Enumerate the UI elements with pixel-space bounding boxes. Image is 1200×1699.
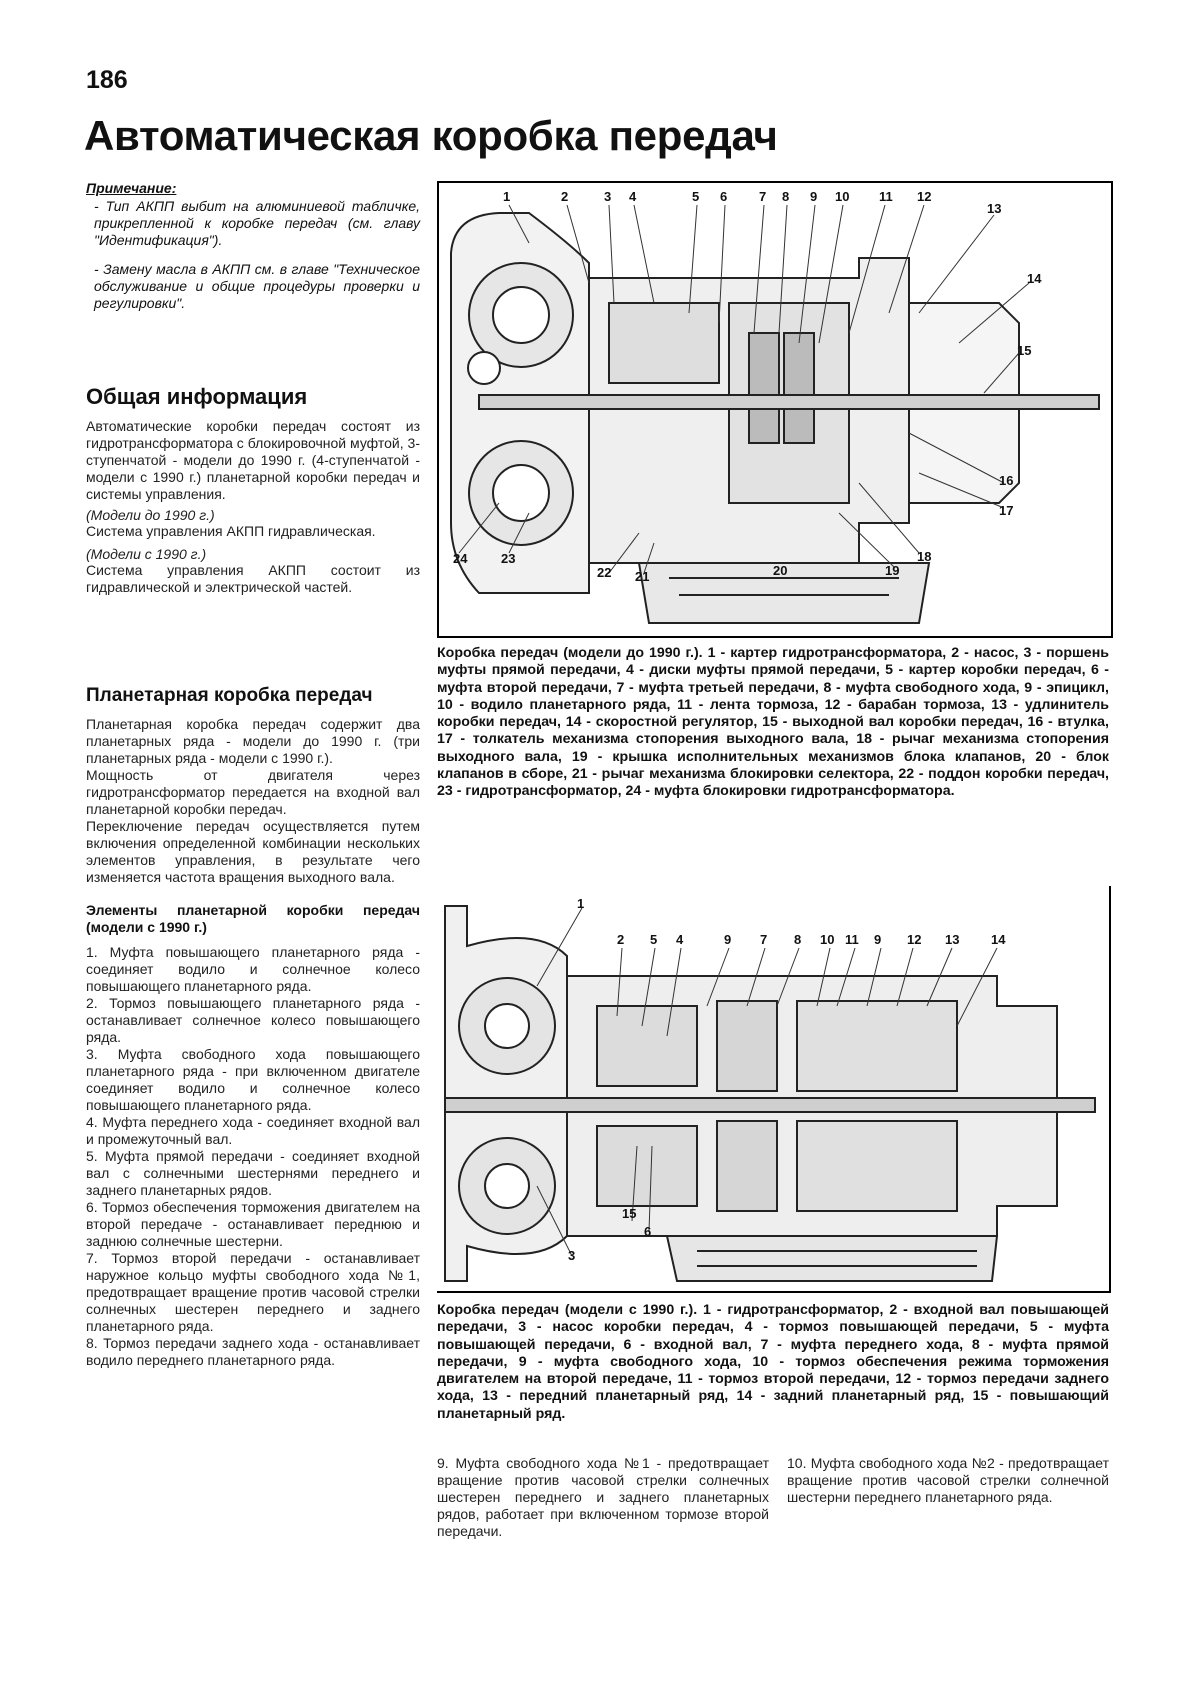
list-item: 5. Муфта прямой передачи - соединяет вхо… bbox=[86, 1148, 420, 1198]
part-label: 5 bbox=[692, 189, 699, 204]
section-heading: Общая информация bbox=[86, 384, 308, 409]
planetary-section: Планетарная коробка передач Планетарная … bbox=[86, 684, 420, 1369]
part-label: 20 bbox=[773, 563, 787, 578]
figure-transmission-pre1990: 1 2 3 4 5 6 7 8 9 10 11 12 13 14 15 16 1… bbox=[437, 181, 1113, 638]
part-label: 9 bbox=[810, 189, 817, 204]
subsection-heading: Элементы планетарной коробки передач (мо… bbox=[86, 902, 420, 935]
caption-text: Коробка передач (модели до 1990 г.). 1 -… bbox=[437, 645, 1109, 800]
list-item-9: 9. Муфта свободного хода №1 - предотвращ… bbox=[437, 1455, 769, 1540]
list-item: 3. Муфта свободного хода повышающего пла… bbox=[86, 1046, 420, 1113]
part-label: 1 bbox=[503, 189, 510, 204]
model-label: (Модели до 1990 г.) bbox=[86, 507, 215, 523]
part-label: 19 bbox=[885, 563, 899, 578]
part-label: 23 bbox=[501, 551, 515, 566]
list-item: 1. Муфта повышающего планетарного ряда -… bbox=[86, 944, 420, 994]
part-label: 6 bbox=[720, 189, 727, 204]
paragraph: Система управления АКПП гидравлическая. bbox=[86, 523, 376, 539]
part-label: 10 bbox=[820, 932, 834, 947]
part-label: 13 bbox=[987, 201, 1001, 216]
part-label: 8 bbox=[782, 189, 789, 204]
transmission-drawing-post1990: 1 2 3 4 5 6 7 8 9 10 11 12 13 14 15 9 bbox=[444, 896, 1096, 1282]
figure-labels: 1 2 3 4 5 6 7 8 9 10 11 12 13 14 15 9 bbox=[568, 896, 1006, 1263]
part-label: 24 bbox=[453, 551, 468, 566]
part-label: 17 bbox=[999, 503, 1013, 518]
part-label: 3 bbox=[568, 1248, 575, 1263]
part-label: 14 bbox=[1027, 271, 1042, 286]
paragraph: Переключение передач осуществляется путе… bbox=[86, 818, 420, 885]
part-label: 4 bbox=[629, 189, 637, 204]
page-number: 186 bbox=[86, 66, 128, 94]
section-heading: Планетарная коробка передач bbox=[86, 685, 373, 706]
figure-caption-pre1990: Коробка передач (модели до 1990 г.). 1 -… bbox=[437, 645, 1109, 801]
list-item: 7. Тормоз второй передачи - останавливае… bbox=[86, 1250, 420, 1334]
list-item: 9. Муфта свободного хода №1 - предотвращ… bbox=[437, 1455, 769, 1539]
page-title: Автоматическая коробка передач bbox=[84, 112, 778, 159]
paragraph: Планетарная коробка передач содержит два… bbox=[86, 716, 420, 766]
part-label: 15 bbox=[1017, 343, 1031, 358]
part-label: 8 bbox=[794, 932, 801, 947]
part-label: 18 bbox=[917, 549, 931, 564]
figure-transmission-post1990: 1 2 3 4 5 6 7 8 9 10 11 12 13 14 15 9 bbox=[437, 886, 1111, 1293]
figure-caption-post1990: Коробка передач (модели с 1990 г.). 1 - … bbox=[437, 1302, 1109, 1423]
part-label: 22 bbox=[597, 565, 611, 580]
part-label: 3 bbox=[604, 189, 611, 204]
part-label: 5 bbox=[650, 932, 657, 947]
transmission-drawing-pre1990: 1 2 3 4 5 6 7 8 9 10 11 12 13 14 15 16 1… bbox=[450, 189, 1100, 624]
list-item: 2. Тормоз повышающего планетарного ряда … bbox=[86, 995, 420, 1045]
paragraph: Система управления АКПП состоит из гидра… bbox=[86, 562, 420, 595]
note-item: - Тип АКПП выбит на алюминиевой табличке… bbox=[94, 198, 420, 248]
caption-text: Коробка передач (модели с 1990 г.). 1 - … bbox=[437, 1302, 1109, 1422]
part-label: 14 bbox=[991, 932, 1006, 947]
part-label: 7 bbox=[760, 932, 767, 947]
part-label: 12 bbox=[917, 189, 931, 204]
part-label: 9 bbox=[874, 932, 881, 947]
note-heading: Примечание: bbox=[86, 180, 177, 196]
paragraph: Мощность от двигателя через гидротрансфо… bbox=[86, 767, 420, 817]
figure-labels: 1 2 3 4 5 6 7 8 9 10 11 12 13 14 15 16 1… bbox=[453, 189, 1042, 584]
general-section: Общая информация Автоматические коробки … bbox=[86, 384, 420, 596]
part-label: 21 bbox=[635, 569, 649, 584]
part-label: 9 bbox=[724, 932, 731, 947]
paragraph: Автоматические коробки передач состоят и… bbox=[86, 418, 420, 502]
list-item: 4. Муфта переднего хода - соединяет вход… bbox=[86, 1114, 420, 1147]
part-label: 12 bbox=[907, 932, 921, 947]
part-label: 2 bbox=[617, 932, 624, 947]
part-label: 1 bbox=[577, 896, 584, 911]
part-label: 11 bbox=[845, 932, 859, 947]
list-item: 8. Тормоз передачи заднего хода - остана… bbox=[86, 1335, 420, 1368]
part-label: 2 bbox=[561, 189, 568, 204]
list-item: 6. Тормоз обеспечения торможения двигате… bbox=[86, 1199, 420, 1249]
part-label: 6 bbox=[644, 1224, 651, 1239]
model-label: (Модели с 1990 г.) bbox=[86, 546, 207, 562]
note-item: - Замену масла в АКПП см. в главе "Техни… bbox=[94, 261, 420, 311]
list-item: 10. Муфта свободного хода №2 - предотвра… bbox=[787, 1455, 1109, 1505]
list-item-10: 10. Муфта свободного хода №2 - предотвра… bbox=[787, 1455, 1109, 1506]
part-label: 13 bbox=[945, 932, 959, 947]
note-block: Примечание: - Тип АКПП выбит на алюминие… bbox=[86, 180, 420, 312]
part-label: 16 bbox=[999, 473, 1013, 488]
part-label: 10 bbox=[835, 189, 849, 204]
part-label: 7 bbox=[759, 189, 766, 204]
part-label: 11 bbox=[879, 189, 893, 204]
part-label: 4 bbox=[676, 932, 684, 947]
part-label: 15 bbox=[622, 1206, 636, 1221]
